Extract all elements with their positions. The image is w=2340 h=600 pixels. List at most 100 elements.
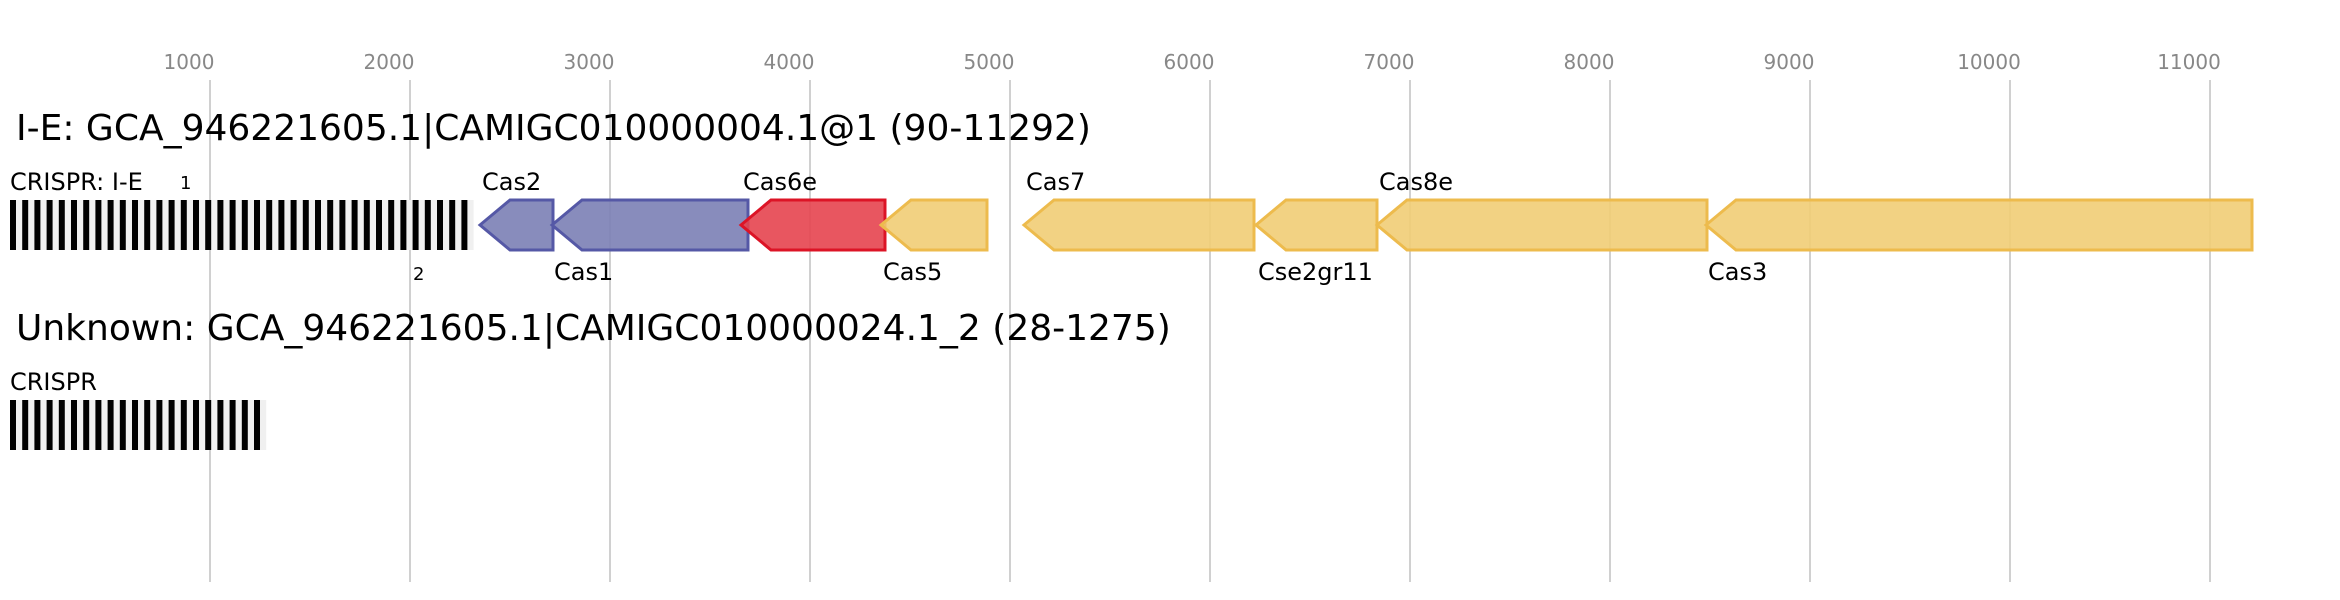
crispr-spacer [150, 200, 157, 250]
gene-label: Cas7 [1026, 168, 1085, 196]
crispr-spacer [235, 400, 242, 450]
crispr-repeat [10, 200, 16, 250]
locus-2: Unknown: GCA_946221605.1|CAMIGC010000024… [10, 308, 1171, 450]
tick-label: 1000 [164, 50, 215, 74]
crispr-repeat [83, 200, 90, 250]
crispr-repeat [46, 400, 53, 450]
crispr-repeat [10, 400, 16, 450]
gene-arrow-cas5 [878, 198, 989, 252]
crispr-spacer [28, 200, 35, 250]
crispr-spacer [101, 200, 108, 250]
crispr-spacer [369, 200, 376, 250]
gene-arrow-cas8e [1374, 198, 1709, 252]
crispr-repeat [107, 200, 114, 250]
crispr-spacer [162, 400, 169, 450]
crispr-spacer [394, 200, 401, 250]
crispr-spacer [321, 200, 328, 250]
tick-label: 5000 [964, 50, 1015, 74]
gene-arrow-cas7 [1021, 198, 1256, 252]
crispr-spacer [199, 400, 206, 450]
gene-arrow-cas1 [549, 198, 750, 252]
locus-title: Unknown: GCA_946221605.1|CAMIGC010000024… [16, 308, 1171, 349]
gene-label: Cas2 [482, 168, 541, 196]
gene-label: Cse2gr11 [1258, 258, 1373, 286]
crispr-repeat [132, 200, 138, 250]
crispr-repeat [290, 200, 297, 250]
crispr-spacer [247, 200, 254, 250]
tick-label: 2000 [364, 50, 415, 74]
crispr-spacer [64, 200, 71, 250]
crispr-spacer [199, 200, 206, 250]
crispr-spacer [272, 200, 279, 250]
crispr-repeat [254, 200, 260, 250]
crispr-repeat [400, 200, 407, 250]
crispr-spacer [382, 200, 389, 250]
crispr-spacer [284, 200, 291, 250]
crispr-spacer [247, 400, 254, 450]
crispr-spacer [40, 200, 47, 250]
crispr-repeat [46, 200, 53, 250]
crispr-spacer [89, 200, 96, 250]
crispr-spacer [260, 200, 267, 250]
crispr-spacer [467, 200, 474, 250]
crispr-repeat [327, 200, 334, 250]
crispr-repeat [22, 200, 29, 250]
gene-label: Cas3 [1708, 258, 1767, 286]
crispr-array [10, 200, 474, 250]
crispr-repeat [95, 200, 102, 250]
crispr-repeat [351, 200, 358, 250]
crispr-repeat [144, 400, 151, 450]
locus-title: I-E: GCA_946221605.1|CAMIGC010000004.1@1… [16, 108, 1091, 149]
crispr-repeat [363, 200, 370, 250]
crispr-repeat [71, 400, 77, 450]
crispr-repeat [266, 200, 273, 250]
crispr-spacer [235, 200, 242, 250]
crispr-spacer [16, 400, 23, 450]
crispr-repeat [217, 400, 224, 450]
crispr-spacer [186, 400, 193, 450]
gene-arrow-cas6e [738, 198, 887, 252]
crispr-spacer [406, 200, 413, 250]
crispr-array [10, 400, 267, 450]
crispr-repeat [119, 200, 126, 250]
crispr-repeat [180, 200, 187, 250]
crispr-repeat [388, 200, 395, 250]
crispr-repeat [339, 200, 346, 250]
crispr-repeat [229, 400, 236, 450]
crispr-spacer [455, 200, 462, 250]
tick-label: 8000 [1564, 50, 1615, 74]
crispr-spacer [125, 200, 132, 250]
crispr-repeat [217, 200, 224, 250]
crispr-repeat [315, 200, 321, 250]
crispr-repeat [449, 200, 456, 250]
crispr-repeat [119, 400, 126, 450]
crispr-repeat [241, 400, 248, 450]
crispr-repeat [241, 200, 248, 250]
crispr-spacer [260, 400, 267, 450]
tick-label: 11000 [2157, 50, 2221, 74]
tick-label: 7000 [1364, 50, 1415, 74]
crispr-spacer [296, 200, 303, 250]
crispr-spacer [16, 200, 23, 250]
crispr-spacer [40, 400, 47, 450]
crispr-spacer [77, 200, 84, 250]
crispr-spacer [138, 400, 145, 450]
crispr-spacer [101, 400, 108, 450]
crispr-spacer [89, 400, 96, 450]
gene-arrow-cas3 [1703, 198, 2254, 252]
crispr-repeat [22, 400, 29, 450]
crispr-repeat [34, 200, 41, 250]
gene-arrow-cas2 [477, 198, 555, 252]
crispr-repeat [34, 400, 41, 450]
crispr-spacer [52, 200, 59, 250]
crispr-repeat [376, 200, 382, 250]
crispr-repeat [168, 400, 175, 450]
crispr-spacer [77, 400, 84, 450]
crispr-spacer [28, 400, 35, 450]
gene-label: Cas1 [554, 258, 613, 286]
crispr-repeat [437, 200, 443, 250]
crispr-repeat [132, 400, 138, 450]
loci: I-E: GCA_946221605.1|CAMIGC010000004.1@1… [10, 108, 2254, 450]
